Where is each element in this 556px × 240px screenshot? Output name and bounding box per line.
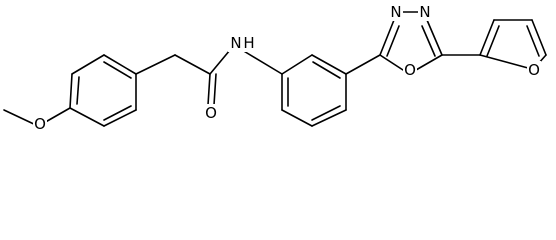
methoxy-oxygen-label: O <box>33 115 47 133</box>
atom-labels-layer: O O N H N N O O <box>33 3 541 133</box>
furan-bond-c4-c5-inner <box>526 25 540 57</box>
ch2-bond-1 <box>135 54 176 75</box>
ring1-bond-e-inner <box>103 105 132 121</box>
oxadiazole-bond-n4-c5 <box>426 19 443 56</box>
oxadiazole-nitrogen-right-label: N <box>418 3 432 21</box>
furan-bond-c2-c3 <box>479 19 495 56</box>
ring2-bond-e <box>281 109 313 127</box>
oxadiazole-nitrogen-right-text: N <box>419 3 430 21</box>
ring2-bond-b-inner <box>312 61 341 79</box>
furan-bond-o-c2 <box>479 54 529 69</box>
oxadiazole-bond-c2-n3 <box>379 19 395 56</box>
oxadiazole-bond-c2-n3-inner <box>386 25 400 57</box>
furan-bond-c4-c5 <box>531 19 547 56</box>
methoxy-oxygen-text: O <box>34 115 46 133</box>
oxadiazole-oxygen-label: O <box>403 61 417 79</box>
ring2-bond-d-inner <box>311 105 341 121</box>
oxadiazole-bond-c5-o1 <box>415 54 443 71</box>
n-ring-bond <box>241 49 283 75</box>
ch2-bond-2 <box>174 54 211 75</box>
oxadiazole-bond-o1-c2 <box>379 54 404 71</box>
oxadiazole-oxygen-text: O <box>404 61 416 79</box>
ring1-bond-c-inner <box>103 61 132 79</box>
bonds-layer <box>3 11 547 127</box>
ring2-bond-b <box>311 54 347 75</box>
carbonyl-bond-2 <box>213 73 217 106</box>
ring1-bond-b <box>71 54 105 75</box>
oxadiazole-bond-n4-c5-inner <box>421 25 436 57</box>
amide-n-bond <box>209 49 231 75</box>
oxadiazole-nitrogen-left-label: N <box>389 3 403 21</box>
methyl-bond <box>3 109 39 127</box>
amide-oxygen-text: O <box>205 104 217 122</box>
ring1-bond-a-inner <box>76 76 80 105</box>
furan-bond-c2-c3-inner <box>486 25 500 57</box>
ring1-bond-c <box>103 54 137 75</box>
ring2-bond-d <box>311 109 347 127</box>
ring1-bond-e <box>103 109 137 127</box>
furan-oxygen-text: O <box>528 61 540 79</box>
ring2-bond-a <box>281 54 313 75</box>
amide-nitrogen-text: N <box>230 34 241 52</box>
amide-nitrogen-label: N H <box>228 34 256 52</box>
amide-oxygen-label: O <box>204 104 218 122</box>
molecule-structure-diagram: O O N H N N O O <box>3 3 547 133</box>
ring1-bond-f <box>69 107 105 127</box>
ring1-bond-a <box>69 73 73 109</box>
oxadiazole-nitrogen-left-text: N <box>390 3 401 21</box>
carbonyl-bond-1 <box>207 73 211 106</box>
amide-hydrogen-text: H <box>243 34 254 52</box>
ring-oxadiazole-bond <box>345 54 381 75</box>
furan-oxygen-label: O <box>527 61 541 79</box>
